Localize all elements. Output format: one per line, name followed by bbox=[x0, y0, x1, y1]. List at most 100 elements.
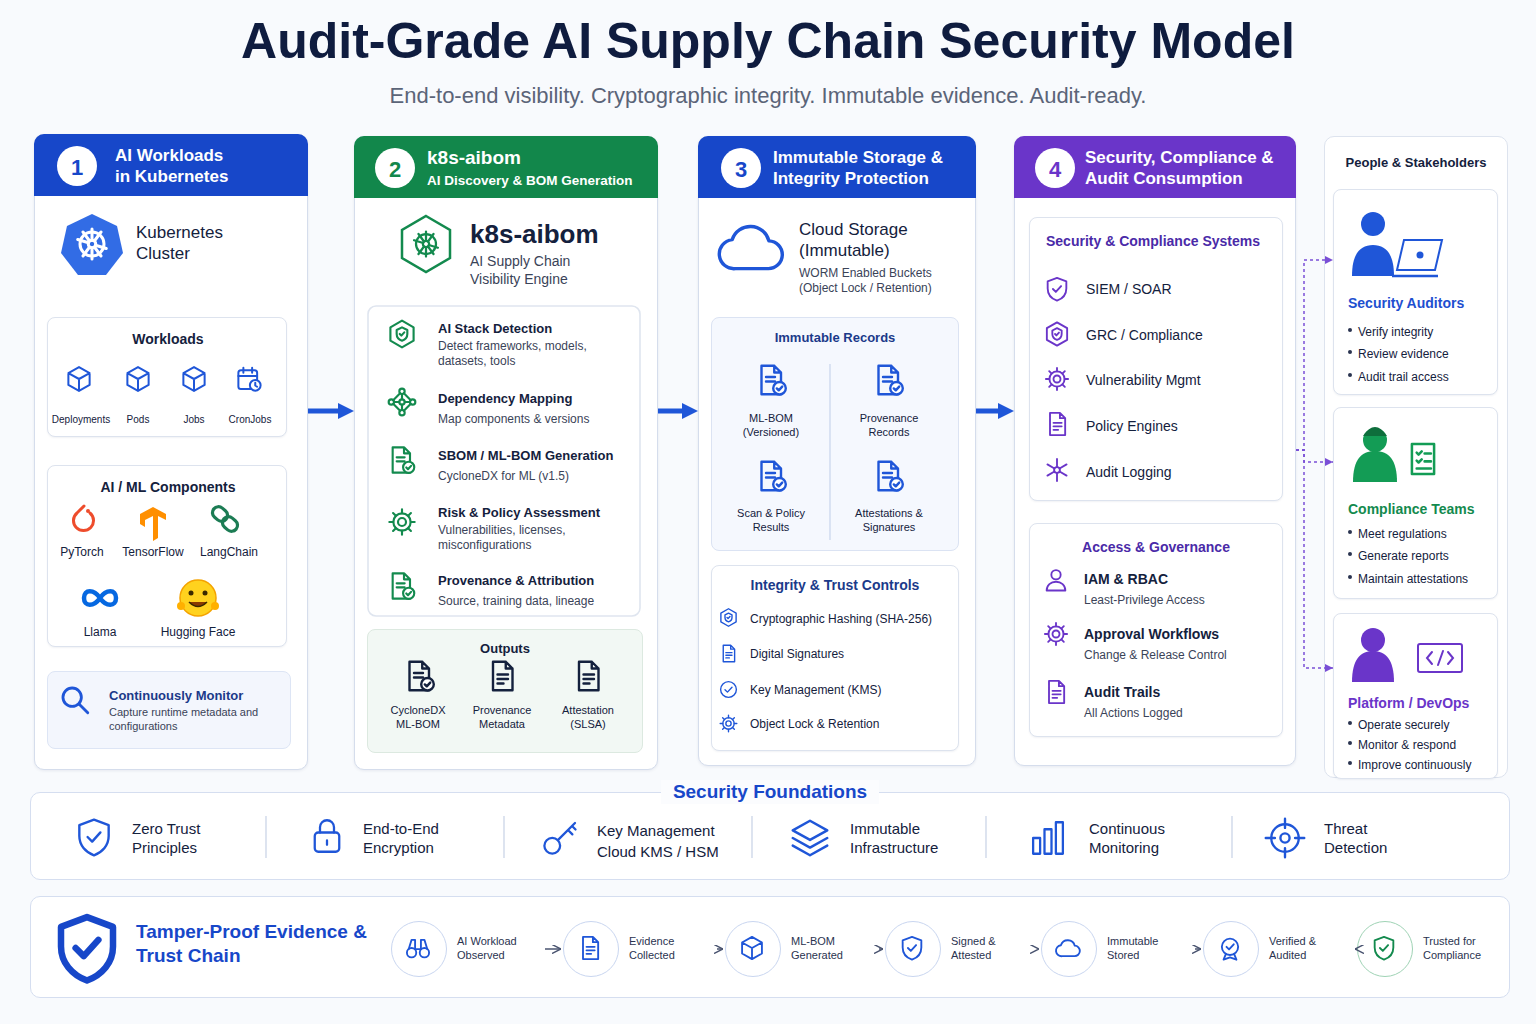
workload-icons bbox=[68, 367, 89, 391]
item-label: Change & Release Control bbox=[1084, 648, 1227, 663]
icon bbox=[61, 917, 113, 980]
node-title: Verified & Audited bbox=[1269, 935, 1349, 963]
item-label: All Actions Logged bbox=[1084, 706, 1183, 721]
chain-step: Signed & Attested bbox=[885, 921, 1037, 977]
item-label: Detect frameworks, models, datasets, too… bbox=[438, 339, 610, 369]
system-icons bbox=[1048, 278, 1067, 301]
stakeholder-card: Platform / DevOps bbox=[1333, 613, 1498, 779]
icon bbox=[719, 226, 782, 268]
item-label: Scan & Policy Results bbox=[730, 507, 812, 535]
foundation-icons bbox=[315, 820, 340, 852]
node-text: Security, Compliance & Audit Consumption bbox=[1085, 147, 1290, 190]
auditor-figure bbox=[1397, 240, 1442, 270]
node-title: Outputs bbox=[480, 641, 530, 657]
chain-step: AI Workload Observed bbox=[391, 921, 543, 977]
framework-label: TensorFlow bbox=[122, 545, 183, 560]
framework-label: LangChain bbox=[200, 545, 258, 560]
item-label: Audit Trails bbox=[1084, 684, 1160, 702]
item-label: IAM & RBAC bbox=[1084, 571, 1168, 589]
step-circle bbox=[1203, 921, 1259, 977]
item-label: CycloneDX ML-BOM bbox=[382, 704, 454, 732]
framework-logos bbox=[189, 591, 194, 596]
devops-figure bbox=[1352, 651, 1394, 682]
bullet-dots bbox=[1348, 350, 1352, 354]
flow-arrow bbox=[1296, 260, 1333, 450]
flow-arrow bbox=[976, 409, 1002, 414]
step-number: 1 bbox=[71, 154, 83, 182]
framework-logos bbox=[180, 580, 216, 616]
aibom-logo bbox=[414, 232, 438, 257]
flow-arrow bbox=[1195, 948, 1201, 950]
kubernetes-logo bbox=[61, 214, 123, 275]
chain-icons bbox=[407, 937, 1393, 960]
aibom-logo bbox=[402, 216, 450, 272]
item-label: Source, training data, lineage bbox=[438, 594, 594, 609]
chain-icons bbox=[407, 940, 429, 958]
step-circle bbox=[725, 921, 781, 977]
aibom-logo bbox=[402, 216, 450, 272]
divider bbox=[829, 364, 831, 540]
band-dividers bbox=[985, 816, 987, 858]
record-icons bbox=[762, 366, 903, 491]
output-icons bbox=[493, 662, 513, 691]
record-icons bbox=[762, 462, 786, 491]
item-label: Vulnerabilities, licenses, misconfigurat… bbox=[438, 523, 608, 553]
item-label: Cryptographic Hashing (SHA-256) bbox=[750, 612, 932, 627]
item-label: Dependency Mapping bbox=[438, 391, 572, 407]
workload-icons bbox=[183, 367, 204, 391]
feature-icons bbox=[389, 389, 416, 416]
system-icons bbox=[1047, 459, 1066, 481]
item-label: Key Management bbox=[597, 822, 715, 841]
chain-icons bbox=[1056, 940, 1080, 956]
item-label: Meet regulations bbox=[1358, 527, 1447, 542]
foundation-icons bbox=[793, 821, 828, 856]
node-title: Immutable Records bbox=[775, 330, 896, 346]
cluster-label: Kubernetes Cluster bbox=[136, 222, 246, 265]
compliance-figure bbox=[1353, 427, 1434, 482]
node-title: Workloads bbox=[132, 331, 203, 349]
node-title: Continuously Monitor bbox=[109, 688, 243, 704]
framework-logos bbox=[211, 602, 219, 610]
flow-arrow bbox=[717, 948, 723, 950]
chain-icons bbox=[903, 937, 922, 960]
item-label: Map components & versions bbox=[438, 412, 589, 427]
node-title: Signed & Attested bbox=[951, 935, 1031, 963]
compliance-figure bbox=[1363, 428, 1387, 452]
item-label: Immutable Infrastructure bbox=[850, 820, 960, 858]
node-text: Capture runtime metadata and configurati… bbox=[109, 706, 259, 734]
output-icons bbox=[410, 662, 434, 691]
framework-logos bbox=[203, 591, 208, 596]
node-text: AI Workloads in Kubernetes bbox=[115, 145, 235, 188]
framework-label: Llama bbox=[84, 625, 117, 640]
band-dividers bbox=[503, 816, 505, 858]
chain-icons bbox=[1375, 937, 1394, 960]
control-icons bbox=[720, 715, 737, 732]
framework-logos bbox=[177, 602, 185, 610]
node-title: Platform / DevOps bbox=[1348, 695, 1469, 713]
foundation-icons bbox=[1266, 819, 1305, 858]
bullet-dots bbox=[1348, 552, 1352, 556]
item-label: Digital Signatures bbox=[750, 647, 844, 662]
framework-logos bbox=[189, 602, 207, 607]
item-label: Threat Detection bbox=[1324, 820, 1404, 858]
outputs-box: Outputs bbox=[367, 629, 643, 753]
node-title: People & Stakeholders bbox=[1346, 155, 1487, 171]
compliance-figure bbox=[1363, 427, 1387, 436]
chain-step: Trusted for Compliance bbox=[1357, 921, 1509, 977]
bullet-dots bbox=[1348, 328, 1352, 332]
node-text: Immutable Storage & Integrity Protection bbox=[773, 147, 958, 190]
item-label: k8s-aibom bbox=[470, 218, 599, 251]
flow-arrow bbox=[1355, 948, 1357, 950]
band-dividers bbox=[265, 816, 267, 858]
item-label: ML-BOM (Versioned) bbox=[730, 412, 812, 440]
item-label: Cloud Storage (Immutable) bbox=[799, 219, 929, 262]
item-label: Audit Logging bbox=[1086, 464, 1172, 482]
flow-arrow bbox=[1296, 450, 1333, 668]
devops-figure bbox=[1361, 628, 1385, 652]
band-dividers bbox=[1231, 816, 1233, 858]
framework-logos bbox=[74, 504, 240, 616]
bullet-dots bbox=[1348, 741, 1352, 745]
foundation-icons bbox=[79, 820, 108, 856]
kubernetes-logo bbox=[61, 214, 123, 275]
step-circle bbox=[1357, 921, 1413, 977]
